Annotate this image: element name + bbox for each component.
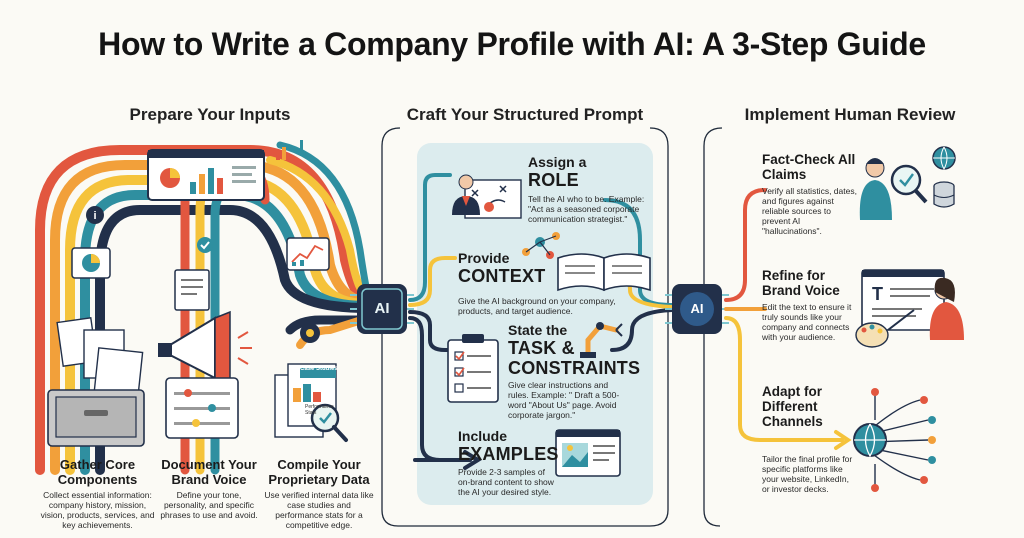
robot-arm-icon [580, 322, 623, 358]
review-title: Refine for Brand Voice [762, 268, 840, 298]
page-title: How to Write a Company Profile with AI: … [98, 26, 926, 62]
step-text: Give clear instructions and rules. Examp… [508, 380, 620, 420]
paint-palette-icon [855, 309, 915, 348]
step-pre: Include [458, 428, 508, 444]
column-heading-review: Implement Human Review [744, 105, 956, 124]
svg-text:T: T [872, 284, 883, 304]
magnifier-icon [310, 403, 348, 442]
filing-cabinet-icon [47, 317, 145, 447]
globe-icon [932, 146, 956, 171]
channels-network-icon [853, 388, 936, 492]
review-text: Verify all statistics, dates, and figure… [762, 186, 857, 236]
svg-text:i: i [93, 210, 96, 222]
data-documents-icon [274, 363, 337, 438]
dashboard-screen-icon [147, 149, 265, 201]
mini-bars-icon [276, 140, 303, 160]
checklist-clipboard-icon [447, 334, 499, 403]
step-pre: Assign a [528, 154, 587, 170]
step-keyword: EXAMPLES [458, 444, 559, 464]
input-title: Gather Core Components [57, 457, 138, 487]
ai-hub-right-label: AI [690, 301, 704, 316]
input-title: Compile Your Proprietary Data [268, 457, 370, 487]
case-studies-label: Case Studies [300, 366, 338, 372]
prompt-panel [417, 143, 653, 505]
review-adapt-text: Tailor the final profile for specific pl… [762, 454, 858, 494]
check-badge-icon [197, 237, 213, 253]
ai-hub-left-icon [350, 284, 414, 334]
ai-hub-right-icon [665, 284, 729, 334]
step-text: Provide 2-3 samples of on-brand content … [458, 467, 554, 497]
review-fact-check: Fact-Check All Claims Verify all statist… [762, 152, 858, 236]
step-text: Tell the AI who to be. Example: "Act as … [528, 194, 645, 224]
performance-stats-label: Performance Stats [305, 404, 334, 416]
info-icon: i [86, 206, 104, 224]
step-pre: Provide [458, 250, 510, 266]
gear-small-icon [484, 202, 494, 212]
step-keyword: CONTEXT [458, 266, 546, 286]
input-gather: Gather Core Components Collect essential… [40, 457, 155, 530]
step-keyword: ROLE [528, 170, 579, 190]
input-text: Use verified internal data like case stu… [264, 490, 374, 530]
column-heading-prepare: Prepare Your Inputs [129, 105, 291, 124]
column-heading-craft: Craft Your Structured Prompt [406, 105, 644, 124]
sliders-panel-icon [165, 377, 239, 439]
input-title: Document Your Brand Voice [161, 457, 257, 487]
prompt-step-context-text: Give the AI background on your company, … [458, 296, 638, 316]
step-text: Give the AI background on your company, … [458, 296, 616, 316]
megaphone-icon [158, 310, 252, 386]
line-chart-card-icon [286, 237, 330, 271]
prompt-step-role: Assign a ROLE Tell the AI who to be. Exa… [528, 154, 648, 224]
network-nodes-icon [522, 232, 560, 259]
ai-hub-left-label: AI [374, 300, 390, 317]
review-text: Tailor the final profile for specific pl… [762, 454, 853, 494]
review-adapt: Adapt for Different Channels [762, 384, 842, 429]
review-refine: Refine for Brand Voice Edit the text to … [762, 268, 856, 342]
prompt-step-examples: Include EXAMPLES Provide 2-3 samples of … [458, 428, 559, 497]
editor-screen-icon: T [861, 269, 945, 331]
strategist-person-icon [452, 174, 522, 219]
image-gallery-icon [555, 429, 621, 477]
review-title: Adapt for Different Channels [762, 384, 823, 429]
input-brand-voice: Document Your Brand Voice Define your to… [155, 457, 263, 520]
document-icon [174, 269, 210, 311]
review-title: Fact-Check All Claims [762, 152, 856, 182]
prompt-step-context: Provide CONTEXT [458, 250, 558, 287]
input-proprietary-data: Compile Your Proprietary Data Use verifi… [263, 457, 375, 530]
review-text: Edit the text to ensure it truly sounds … [762, 302, 852, 342]
fact-check-person-icon [859, 158, 928, 220]
prompt-step-task: State the TASK & CONSTRAINTS Give clear … [508, 322, 641, 420]
step-pre: State the [508, 322, 568, 338]
input-text: Collect essential information: company h… [40, 490, 155, 530]
input-text: Define your tone, personality, and speci… [160, 490, 258, 520]
pie-card-icon [71, 247, 111, 279]
database-icon [933, 181, 955, 208]
middle-bracket [381, 127, 669, 527]
gear-icon [300, 323, 320, 343]
review-connectors [724, 188, 852, 450]
open-book-icon [557, 253, 651, 292]
painter-woman-icon [929, 277, 964, 340]
step-keyword: TASK & CONSTRAINTS [508, 338, 641, 378]
